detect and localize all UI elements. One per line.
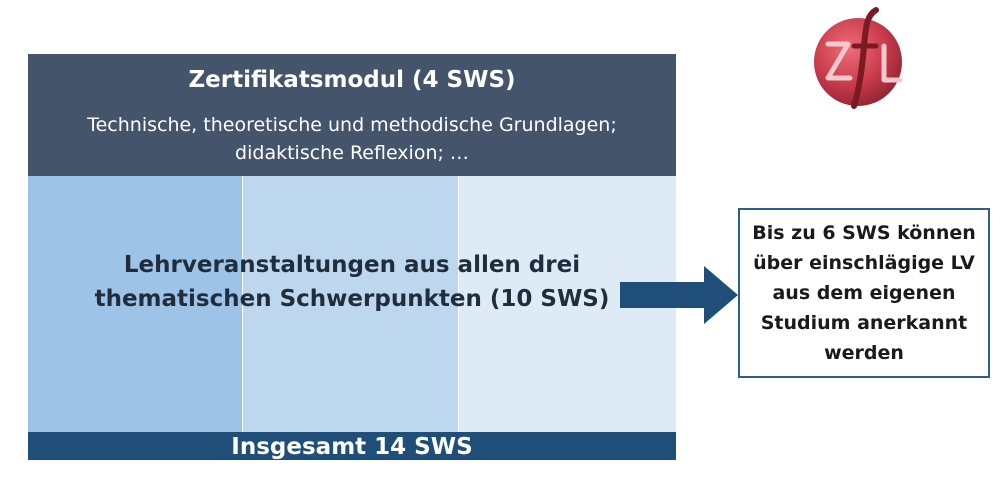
arrow-right-icon	[620, 266, 738, 324]
column-divider	[242, 176, 243, 432]
certificate-module-header: Zertifikatsmodul (4 SWS) Technische, the…	[28, 54, 676, 176]
module-description-line-2: didaktische Reflexion; …	[235, 142, 469, 164]
zfl-logo-icon	[814, 7, 903, 109]
module-description: Technische, theoretische und methodische…	[38, 111, 666, 167]
total-bar: Insgesamt 14 SWS	[28, 432, 676, 460]
focus-column-2	[243, 176, 458, 432]
module-description-line-1: Technische, theoretische und methodische…	[87, 114, 617, 136]
courses-text-line-2: thematischen Schwerpunkten (10 SWS)	[94, 286, 610, 312]
courses-text-line-1: Lehrveranstaltungen aus allen drei	[123, 252, 581, 278]
focus-column-1	[28, 176, 242, 432]
column-divider	[458, 176, 459, 432]
module-title: Zertifikatsmodul (4 SWS)	[188, 67, 516, 93]
courses-text: Lehrveranstaltungen aus allen drei thema…	[28, 248, 676, 316]
recognition-note-box: Bis zu 6 SWS können über einschlägige LV…	[738, 208, 990, 378]
recognition-note-text: Bis zu 6 SWS können über einschlägige LV…	[752, 222, 976, 364]
